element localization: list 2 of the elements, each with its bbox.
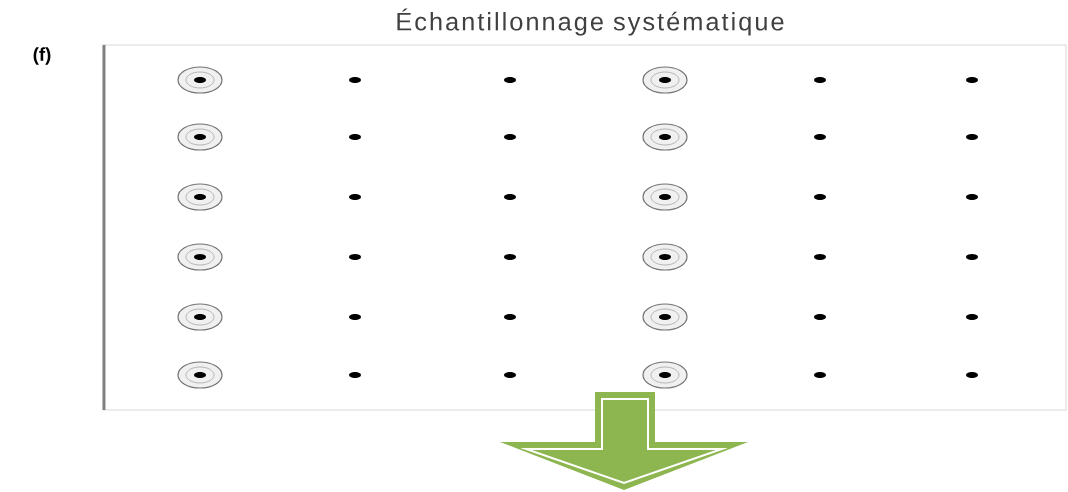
title: Échantillonnage systématique — [397, 8, 784, 36]
panel-label: (f) — [33, 47, 51, 65]
